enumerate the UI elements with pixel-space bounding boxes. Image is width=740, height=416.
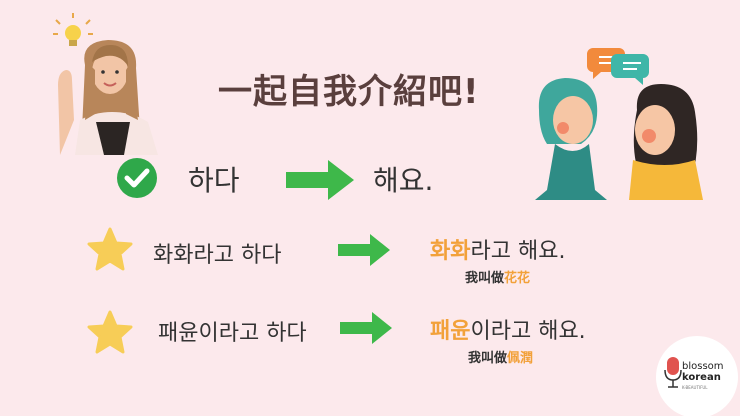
- row3-right-text: 패윤이라고 해요.: [430, 313, 586, 345]
- right-arrow-icon: [286, 160, 354, 200]
- row3-left-text: 패윤이라고 하다: [158, 321, 307, 346]
- right-arrow-icon: [340, 312, 392, 344]
- row2-name-highlight: 화화: [430, 239, 471, 264]
- row3-cn-prefix: 我叫做: [468, 351, 508, 366]
- row2-right-text: 화화라고 해요.: [430, 233, 565, 265]
- chatting-women-illustration: [535, 48, 703, 200]
- row3-cn-name: 佩潤: [507, 351, 534, 366]
- woman-pointing-illustration: [53, 13, 158, 155]
- row3-right-rest: 이라고 해요.: [470, 319, 586, 344]
- star-icon: [87, 310, 133, 354]
- lightbulb-icon: [53, 13, 93, 46]
- row2-cn-prefix: 我叫做: [465, 271, 505, 286]
- row3-name-highlight: 패윤: [430, 319, 471, 344]
- row2-right-rest: 라고 해요.: [470, 239, 566, 264]
- right-arrow-icon: [338, 234, 390, 266]
- logo-line2: korean: [682, 372, 721, 383]
- logo-line3: K-BEAUTIFUL: [682, 385, 708, 390]
- check-circle-icon: [117, 158, 157, 198]
- logo-line1: blossom: [682, 361, 724, 372]
- page-title: 一起自我介紹吧!: [218, 72, 480, 112]
- row1-left-text: 하다: [188, 164, 240, 197]
- row2-left-text: 화화라고 하다: [153, 243, 282, 268]
- row2-cn-name: 花花: [504, 271, 531, 286]
- microphone-icon: [664, 357, 682, 388]
- row2-chinese-caption: 我叫做花花: [465, 267, 530, 286]
- row1-right-text: 해요.: [373, 164, 434, 197]
- star-icon: [87, 227, 133, 271]
- row3-chinese-caption: 我叫做佩潤: [468, 347, 533, 366]
- blossom-korean-logo: [656, 336, 738, 416]
- speech-bubble-icon: [587, 48, 649, 85]
